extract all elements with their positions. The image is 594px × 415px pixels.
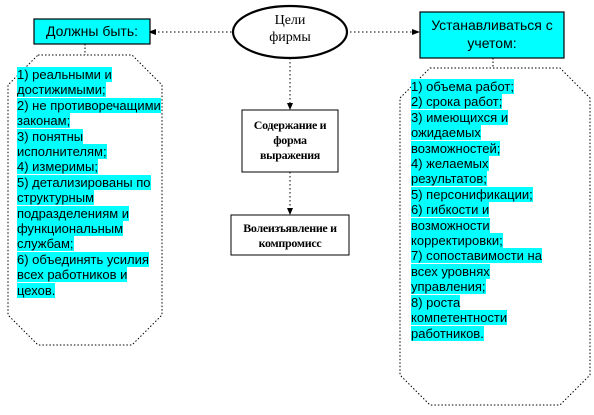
list-item: результатов; xyxy=(411,171,581,187)
list-item: компетентности xyxy=(411,310,581,326)
list-item-text: 4) измеримы; xyxy=(17,159,98,175)
list-item-text: всех уровнях xyxy=(411,263,490,279)
list-item-text: корректировки; xyxy=(411,233,503,249)
list-item-text: 2) не противоречащими xyxy=(17,97,161,113)
right-factors-list: 1) объема работ;2) срока работ;3) имеющи… xyxy=(411,79,581,341)
list-item: всех работников и xyxy=(17,267,162,283)
list-item: 3) понятны xyxy=(17,128,162,144)
list-item-text: работников. xyxy=(411,325,484,341)
goal-line1: Цели xyxy=(274,13,306,28)
list-item: возможности xyxy=(411,217,581,233)
list-item: 4) измеримы; xyxy=(17,159,162,175)
list-item: исполнителям; xyxy=(17,144,162,160)
list-item: структурным xyxy=(17,190,162,206)
left-header-label: Должны быть: xyxy=(45,23,138,39)
list-item-text: 5) персонификации; xyxy=(411,186,533,202)
right-header-line1: Устанавливаться с xyxy=(431,17,553,33)
right-header-box xyxy=(419,11,565,59)
list-item-text: возможностей; xyxy=(411,140,501,156)
goal-ellipse xyxy=(231,4,349,60)
list-item-text: достижимыми; xyxy=(17,82,106,98)
list-item: цехов. xyxy=(17,282,162,298)
list-item: 6) гибкости и xyxy=(411,202,581,218)
arrow-down-2 xyxy=(287,208,293,215)
list-item: 5) детализированы по xyxy=(17,174,162,190)
left-header-box xyxy=(33,18,151,45)
goal-line2: фирмы xyxy=(269,30,311,45)
list-item: достижимыми; xyxy=(17,82,162,98)
center-box-compromise xyxy=(230,214,350,256)
list-item-text: службам; xyxy=(17,236,74,252)
list-item: законам; xyxy=(17,113,162,129)
list-item: 2) срока работ; xyxy=(411,94,581,110)
list-item: 6) объединять усилия xyxy=(17,251,162,267)
list-item: работников. xyxy=(411,325,581,341)
list-item: управления; xyxy=(411,279,581,295)
list-item-text: цехов. xyxy=(17,282,56,298)
list-item-text: управления; xyxy=(411,279,486,295)
list-item: функциональным xyxy=(17,221,162,237)
list-item-text: ожидаемых xyxy=(411,125,481,141)
center-box-content xyxy=(241,109,339,173)
list-item-text: возможности xyxy=(411,217,490,233)
list-item: 1) реальными и xyxy=(17,67,162,82)
arrow-down-1 xyxy=(287,103,293,110)
list-item-text: 1) реальными и xyxy=(17,67,112,82)
list-item: ожидаемых xyxy=(411,125,581,141)
list-item-text: 3) понятны xyxy=(17,128,84,144)
content-form-line3: выражения xyxy=(259,148,320,162)
list-item: возможностей; xyxy=(411,140,581,156)
list-item: 5) персонификации; xyxy=(411,186,581,202)
list-item: 2) не противоречащими xyxy=(17,97,162,113)
list-item-text: 8) роста xyxy=(411,294,461,310)
list-item-text: 5) детализированы по xyxy=(17,174,151,190)
list-item-text: 6) объединять усилия xyxy=(17,251,149,267)
list-item: 1) объема работ; xyxy=(411,79,581,94)
list-item-text: 4) желаемых xyxy=(411,156,489,172)
list-item: службам; xyxy=(17,236,162,252)
arrow-right-head xyxy=(412,29,420,35)
list-item-text: 1) объема работ; xyxy=(411,79,514,94)
list-item: 8) роста xyxy=(411,294,581,310)
list-item-text: подразделениям и xyxy=(17,205,130,221)
compromise-line2: компромисс xyxy=(258,236,322,250)
compromise-label: Волеизъявление и компромисс xyxy=(231,221,349,251)
list-item-text: структурным xyxy=(17,190,95,206)
list-item-text: 7) сопоставимости на xyxy=(411,248,542,264)
arrow-left-head xyxy=(148,29,156,35)
list-item: 7) сопоставимости на xyxy=(411,248,581,264)
content-form-line1: Содержание и xyxy=(253,118,327,132)
list-item: подразделениям и xyxy=(17,205,162,221)
list-item-text: функциональным xyxy=(17,221,124,237)
list-item: всех уровнях xyxy=(411,263,581,279)
list-item-text: результатов; xyxy=(411,171,487,187)
right-header-label: Устанавливаться с учетом: xyxy=(420,16,564,52)
list-item-text: законам; xyxy=(17,113,71,129)
list-item-text: 2) срока работ; xyxy=(411,94,503,110)
list-item-text: исполнителям; xyxy=(17,144,107,160)
right-header-line2: учетом: xyxy=(467,35,517,51)
list-item: корректировки; xyxy=(411,233,581,249)
list-item-text: компетентности xyxy=(411,310,508,326)
content-form-line2: форма xyxy=(273,133,307,147)
list-item-text: всех работников и xyxy=(17,267,128,283)
list-item-text: 6) гибкости и xyxy=(411,202,490,218)
goal-label: Цели фирмы xyxy=(248,12,332,46)
list-item: 4) желаемых xyxy=(411,156,581,172)
compromise-line1: Волеизъявление и xyxy=(243,221,337,235)
list-item-text: 3) имеющихся и xyxy=(411,109,509,125)
list-item: 3) имеющихся и xyxy=(411,109,581,125)
content-form-label: Содержание и форма выражения xyxy=(242,118,338,163)
